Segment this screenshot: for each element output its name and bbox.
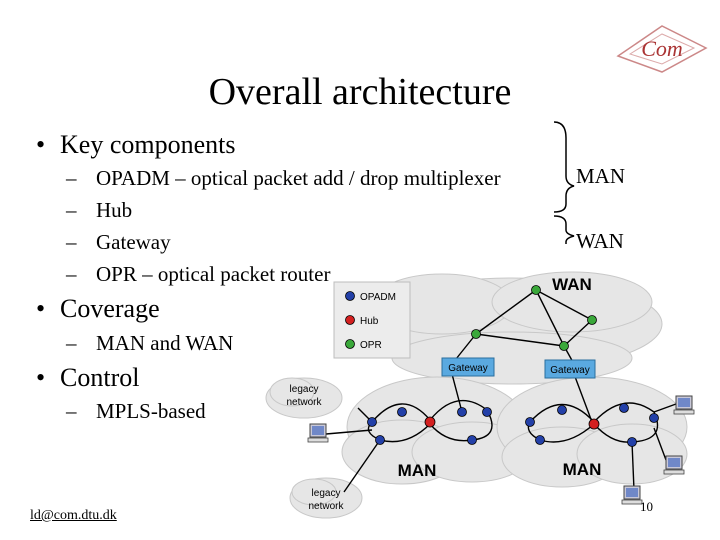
gateway-label: Gateway bbox=[550, 365, 589, 376]
computer-icon bbox=[307, 423, 329, 443]
opadm-node bbox=[375, 435, 385, 445]
opadm-node bbox=[535, 435, 545, 445]
legacy-label-line1: legacy bbox=[312, 488, 341, 499]
hub-node bbox=[588, 418, 600, 430]
dash: – bbox=[66, 399, 77, 423]
sub-bullet-label: OPADM – optical packet add / drop multip… bbox=[96, 166, 501, 190]
sub-bullet-mpls: –MPLS-based bbox=[66, 399, 206, 424]
computer-icon bbox=[673, 395, 695, 415]
network-diagram: Gateway Gateway bbox=[265, 271, 695, 519]
dash: – bbox=[66, 166, 77, 190]
legend-label-hub: Hub bbox=[360, 316, 379, 327]
computer-icon bbox=[663, 455, 685, 475]
sub-bullet-opr: –OPR – optical packet router bbox=[66, 262, 330, 287]
logo-text: Com bbox=[641, 36, 683, 61]
gateway-label: Gateway bbox=[448, 363, 487, 374]
man-right-cloud-label: MAN bbox=[563, 460, 602, 479]
bullet-dot: • bbox=[36, 363, 46, 392]
sub-bullet-label: MPLS-based bbox=[96, 399, 206, 423]
bullet-label: Control bbox=[60, 363, 140, 392]
bullet-dot: • bbox=[36, 130, 46, 159]
sub-bullet-label: Gateway bbox=[96, 230, 171, 254]
sub-bullet-hub: –Hub bbox=[66, 198, 132, 223]
man-brace bbox=[553, 121, 575, 213]
legacy-label-line1: legacy bbox=[290, 384, 319, 395]
wan-cloud-label: WAN bbox=[552, 275, 592, 294]
sub-bullet-gateway: –Gateway bbox=[66, 230, 171, 255]
dash: – bbox=[66, 262, 77, 286]
sub-bullet-label: Hub bbox=[96, 198, 133, 222]
opadm-node bbox=[525, 417, 535, 427]
slide-title: Overall architecture bbox=[208, 71, 512, 113]
bullet-coverage: • Coverage bbox=[36, 294, 160, 324]
opadm-node bbox=[649, 413, 659, 423]
man-left-cloud-label: MAN bbox=[398, 461, 437, 480]
opadm-node bbox=[367, 417, 377, 427]
legend: OPADM Hub OPR bbox=[333, 281, 411, 359]
opr-node bbox=[471, 329, 481, 339]
legend-label-opr: OPR bbox=[360, 340, 382, 351]
opadm-node bbox=[619, 403, 629, 413]
nodes bbox=[367, 285, 659, 447]
opr-node bbox=[587, 315, 597, 325]
legacy-cloud-top bbox=[265, 377, 343, 419]
wan-brace bbox=[553, 215, 575, 244]
dash: – bbox=[66, 331, 77, 355]
logo-diamond-inner bbox=[628, 33, 696, 65]
sub-bullet-man-wan: –MAN and WAN bbox=[66, 331, 233, 356]
opadm-node bbox=[482, 407, 492, 417]
bullet-label: Coverage bbox=[60, 294, 160, 323]
logo-diamond bbox=[616, 25, 708, 73]
sub-bullet-opadm: –OPADM – optical packet add / drop multi… bbox=[66, 166, 501, 191]
computer-icon bbox=[621, 485, 643, 505]
bullet-label: Key components bbox=[60, 130, 236, 159]
gateway-left: Gateway bbox=[441, 357, 495, 377]
page-number: 10 bbox=[640, 499, 653, 514]
bullet-control: • Control bbox=[36, 363, 139, 393]
legacy-label-line2: network bbox=[286, 397, 322, 408]
opr-node bbox=[559, 341, 569, 351]
brace-label-wan: WAN bbox=[576, 229, 624, 253]
com-logo: Com bbox=[616, 25, 708, 73]
legend-swatch-opadm bbox=[345, 291, 355, 301]
braces bbox=[553, 121, 575, 244]
dash: – bbox=[66, 230, 77, 254]
legend-swatch-opr bbox=[345, 339, 355, 349]
brace-label-man: MAN bbox=[576, 164, 626, 188]
sub-bullet-label: OPR – optical packet router bbox=[96, 262, 331, 286]
dash: – bbox=[66, 198, 77, 222]
opadm-node bbox=[467, 435, 477, 445]
opadm-node bbox=[397, 407, 407, 417]
opr-node bbox=[531, 285, 541, 295]
opadm-node bbox=[457, 407, 467, 417]
hub-node bbox=[424, 416, 436, 428]
wan-cloud bbox=[361, 271, 663, 385]
bullet-dot: • bbox=[36, 294, 46, 323]
legend-swatch-hub bbox=[345, 315, 355, 325]
sub-bullet-label: MAN and WAN bbox=[96, 331, 234, 355]
bullet-key-components: • Key components bbox=[36, 130, 235, 160]
opadm-node bbox=[557, 405, 567, 415]
footer-email-link[interactable]: ld@com.dtu.dk bbox=[30, 508, 117, 523]
opadm-node bbox=[627, 437, 637, 447]
legacy-cloud-bottom bbox=[289, 477, 363, 519]
gateway-right: Gateway bbox=[544, 359, 596, 379]
legend-label-opadm: OPADM bbox=[360, 292, 396, 303]
legacy-label-line2: network bbox=[308, 501, 344, 512]
